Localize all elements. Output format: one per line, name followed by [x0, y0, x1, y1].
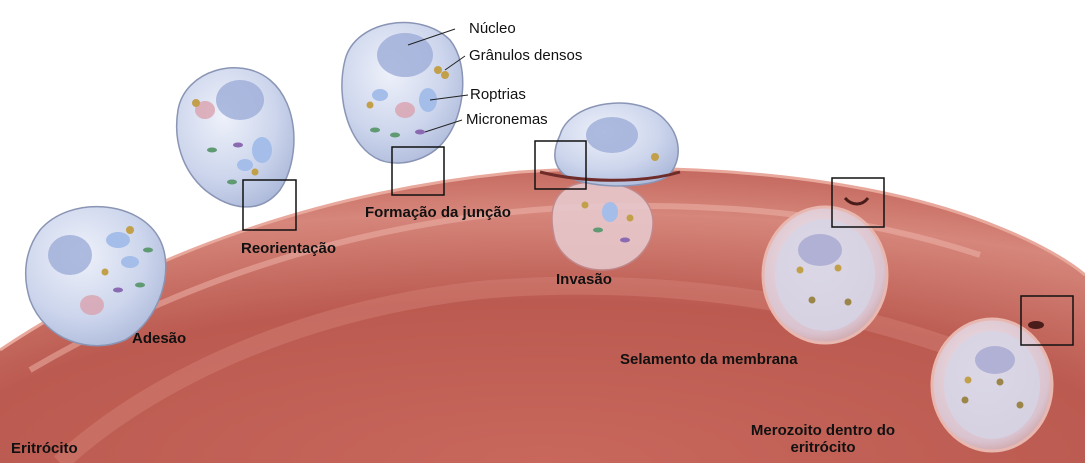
label-rhoptries: Roptrias: [470, 86, 526, 103]
label-merozoite-inside-line2: eritrócito: [728, 439, 918, 456]
merozoite-reorientation: [177, 68, 294, 207]
label-erythrocyte: Eritrócito: [11, 440, 78, 457]
label-reorientation: Reorientação: [241, 240, 336, 257]
label-merozoite-inside: Merozoito dentro do eritrócito: [728, 422, 918, 456]
label-nucleus: Núcleo: [469, 20, 516, 37]
label-merozoite-inside-line1: Merozoito dentro do: [728, 422, 918, 439]
merozoite-inside: [932, 319, 1052, 451]
label-invasion: Invasão: [556, 271, 612, 288]
merozoite-junction: [342, 23, 463, 164]
label-adhesion: Adesão: [132, 330, 186, 347]
label-junction-formation: Formação da junção: [365, 204, 511, 221]
label-micronemes: Micronemas: [466, 111, 548, 128]
label-membrane-sealing: Selamento da membrana: [620, 351, 798, 368]
erythrocyte-body: [0, 168, 1085, 463]
label-dense-granules: Grânulos densos: [469, 47, 582, 64]
erythrocyte: [0, 168, 1085, 463]
